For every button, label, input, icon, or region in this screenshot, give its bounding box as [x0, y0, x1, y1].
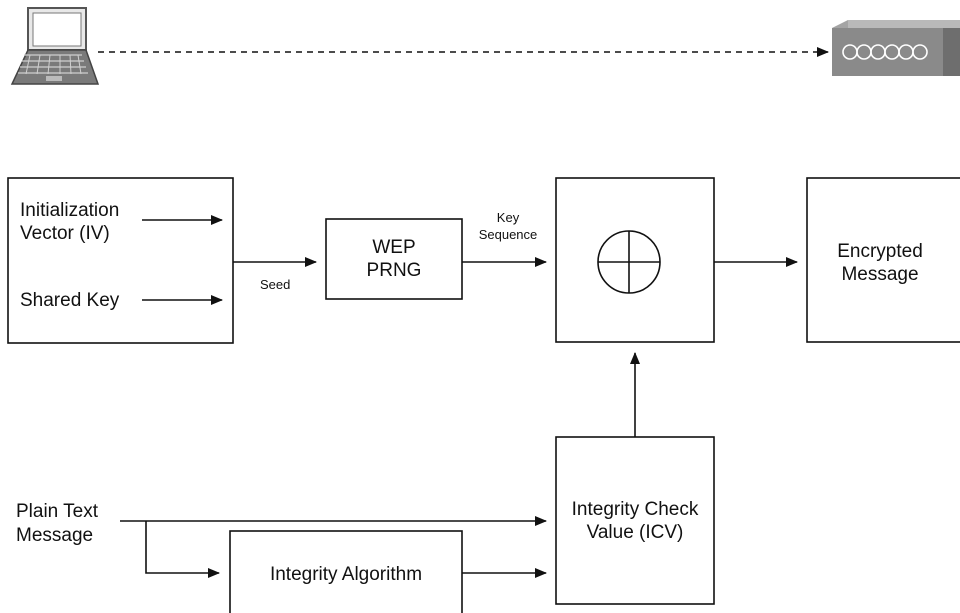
encrypted-message-box	[806, 177, 960, 343]
plaintext-label-line1: Plain Text	[16, 501, 99, 522]
seed-label: Seed	[260, 277, 291, 292]
key-label-line2: Sequence	[478, 227, 538, 242]
integrity-algorithm-box	[229, 530, 463, 613]
prng-label-line2: PRNG	[366, 260, 422, 281]
key-label-line1: Key	[496, 210, 520, 225]
icv-label-line2: Value (ICV)	[586, 522, 684, 543]
integrity-algorithm-label: Integrity Algorithm	[269, 564, 423, 585]
prng-label-line1: WEP	[372, 237, 416, 258]
xor-circle-icon	[597, 230, 661, 294]
access-point-icon	[832, 20, 960, 76]
iv-label-line1: Initialization	[20, 200, 120, 221]
plaintext-label-line2: Message	[16, 525, 94, 546]
icv-label-line1: Integrity Check	[571, 499, 699, 520]
wep-prng-box	[325, 218, 463, 300]
xor-box	[555, 177, 715, 343]
shared-key-label: Shared Key	[20, 290, 120, 311]
iv-label-line2: Vector (IV)	[20, 223, 110, 244]
encrypted-label-line1: Encrypted	[837, 241, 923, 262]
plaintext-to-algorithm-arrow	[145, 521, 220, 578]
encrypted-label-line2: Message	[841, 264, 919, 285]
input-box	[7, 177, 234, 344]
laptop-icon	[10, 7, 100, 85]
